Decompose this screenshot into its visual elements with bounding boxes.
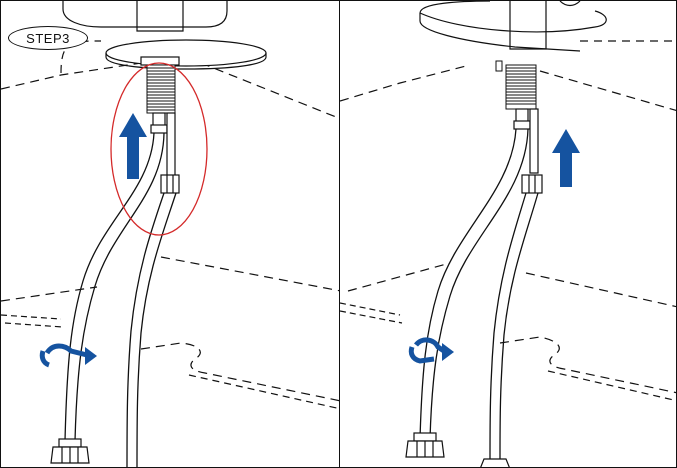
up-arrow-icon xyxy=(119,113,147,179)
compression-nut xyxy=(160,174,180,194)
rotate-arrow-icon xyxy=(39,343,97,368)
up-arrow-icon xyxy=(552,129,580,187)
cabinet-line xyxy=(160,256,339,292)
hose-left xyxy=(64,132,155,442)
hose-fitting-nut xyxy=(513,120,531,130)
counter-edge-line xyxy=(1,62,142,90)
panel-after-drawing xyxy=(340,1,676,467)
threaded-shank xyxy=(495,60,537,110)
cabinet-line xyxy=(340,310,403,324)
faucet-handle xyxy=(559,1,581,7)
hose-right xyxy=(126,192,165,467)
panel-before-drawing xyxy=(1,1,339,467)
deck-plate-edge xyxy=(105,53,267,70)
shelf-line xyxy=(547,370,676,402)
deck-plate xyxy=(105,39,267,67)
hose-right xyxy=(489,192,527,460)
shelf-line xyxy=(188,374,339,410)
hose-fitting-nut xyxy=(150,124,168,134)
faucet-spout-base xyxy=(136,1,184,32)
shelf-line xyxy=(140,342,339,402)
cabinet-line xyxy=(525,272,676,308)
hose-end-nut xyxy=(480,458,510,467)
hose-end-fitting xyxy=(58,438,82,448)
deck-plate xyxy=(594,10,607,28)
hose-left xyxy=(419,128,517,440)
counter-edge-line xyxy=(200,62,339,119)
cabinet-line xyxy=(347,262,451,292)
faucet-body xyxy=(62,1,228,28)
rotate-arrow-icon xyxy=(408,337,454,364)
counter-edge-line xyxy=(340,64,471,102)
hose-end-fitting xyxy=(413,432,437,442)
supply-tube xyxy=(529,108,539,174)
panel-after xyxy=(339,0,677,468)
cabinet-line xyxy=(4,322,64,328)
panel-before: STEP3 xyxy=(0,0,340,468)
supply-tube xyxy=(166,112,176,178)
step-badge: STEP3 xyxy=(8,26,88,50)
shelf-line xyxy=(499,336,676,394)
cabinet-line xyxy=(1,314,62,320)
faucet-spout-base xyxy=(509,1,547,50)
cabinet-line xyxy=(1,286,98,302)
deck-plate-edge xyxy=(419,13,581,52)
compression-nut xyxy=(521,174,543,194)
threaded-shank xyxy=(146,64,176,114)
counter-edge-line xyxy=(539,70,676,112)
highlight-circle xyxy=(110,62,208,236)
deck-plate xyxy=(419,12,596,33)
deck-plate-edge xyxy=(419,1,491,14)
mount-nut xyxy=(140,56,180,66)
cabinet-line xyxy=(340,302,401,316)
